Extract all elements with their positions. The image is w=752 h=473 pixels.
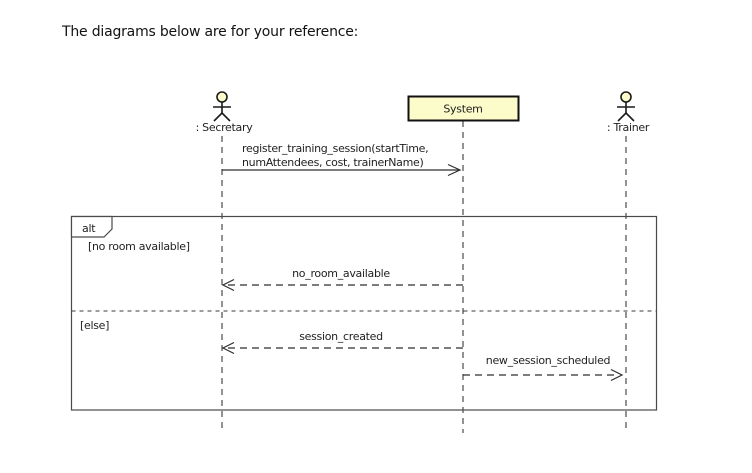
message-session-created-label: session_created bbox=[299, 330, 383, 343]
message-new-session bbox=[463, 368, 624, 382]
object-system-box bbox=[407, 95, 520, 122]
intro-text: The diagrams below are for your referenc… bbox=[62, 24, 359, 40]
alt-operator-tab bbox=[70, 215, 113, 238]
message-new-session-label: new_session_scheduled bbox=[486, 354, 610, 367]
arrowhead-left-icon bbox=[221, 341, 235, 355]
arrowhead-left-icon bbox=[221, 278, 235, 292]
actor-trainer: : Trainer bbox=[607, 91, 650, 134]
alt-fragment-frame bbox=[70, 215, 658, 411]
message-register-label-line2: numAttendees, cost, trainerName) bbox=[242, 156, 423, 169]
message-register-label-line1: register_training_session(startTime, bbox=[242, 142, 428, 155]
actor-trainer-label: : Trainer bbox=[607, 121, 650, 134]
message-no-room bbox=[221, 278, 463, 292]
guard-else-label: [else] bbox=[80, 319, 109, 332]
object-system: System bbox=[407, 95, 520, 122]
actor-secretary: : Secretary bbox=[196, 91, 254, 134]
alt-operator-label: alt bbox=[82, 222, 96, 235]
arrowhead-right-icon bbox=[610, 368, 624, 382]
actor-stick-figure-icon bbox=[213, 91, 231, 122]
actor-secretary-label: : Secretary bbox=[196, 121, 254, 134]
alt-fragment: alt [no room available] [else] bbox=[70, 215, 658, 411]
object-system-label: System bbox=[443, 103, 482, 116]
message-no-room-label: no_room_available bbox=[292, 267, 390, 280]
message-session-created bbox=[221, 341, 463, 355]
actor-stick-figure-icon bbox=[617, 91, 635, 122]
lifelines bbox=[221, 121, 627, 433]
arrowhead-right-icon bbox=[447, 163, 462, 177]
guard-no-room-label: [no room available] bbox=[88, 240, 190, 253]
message-register bbox=[222, 163, 462, 177]
